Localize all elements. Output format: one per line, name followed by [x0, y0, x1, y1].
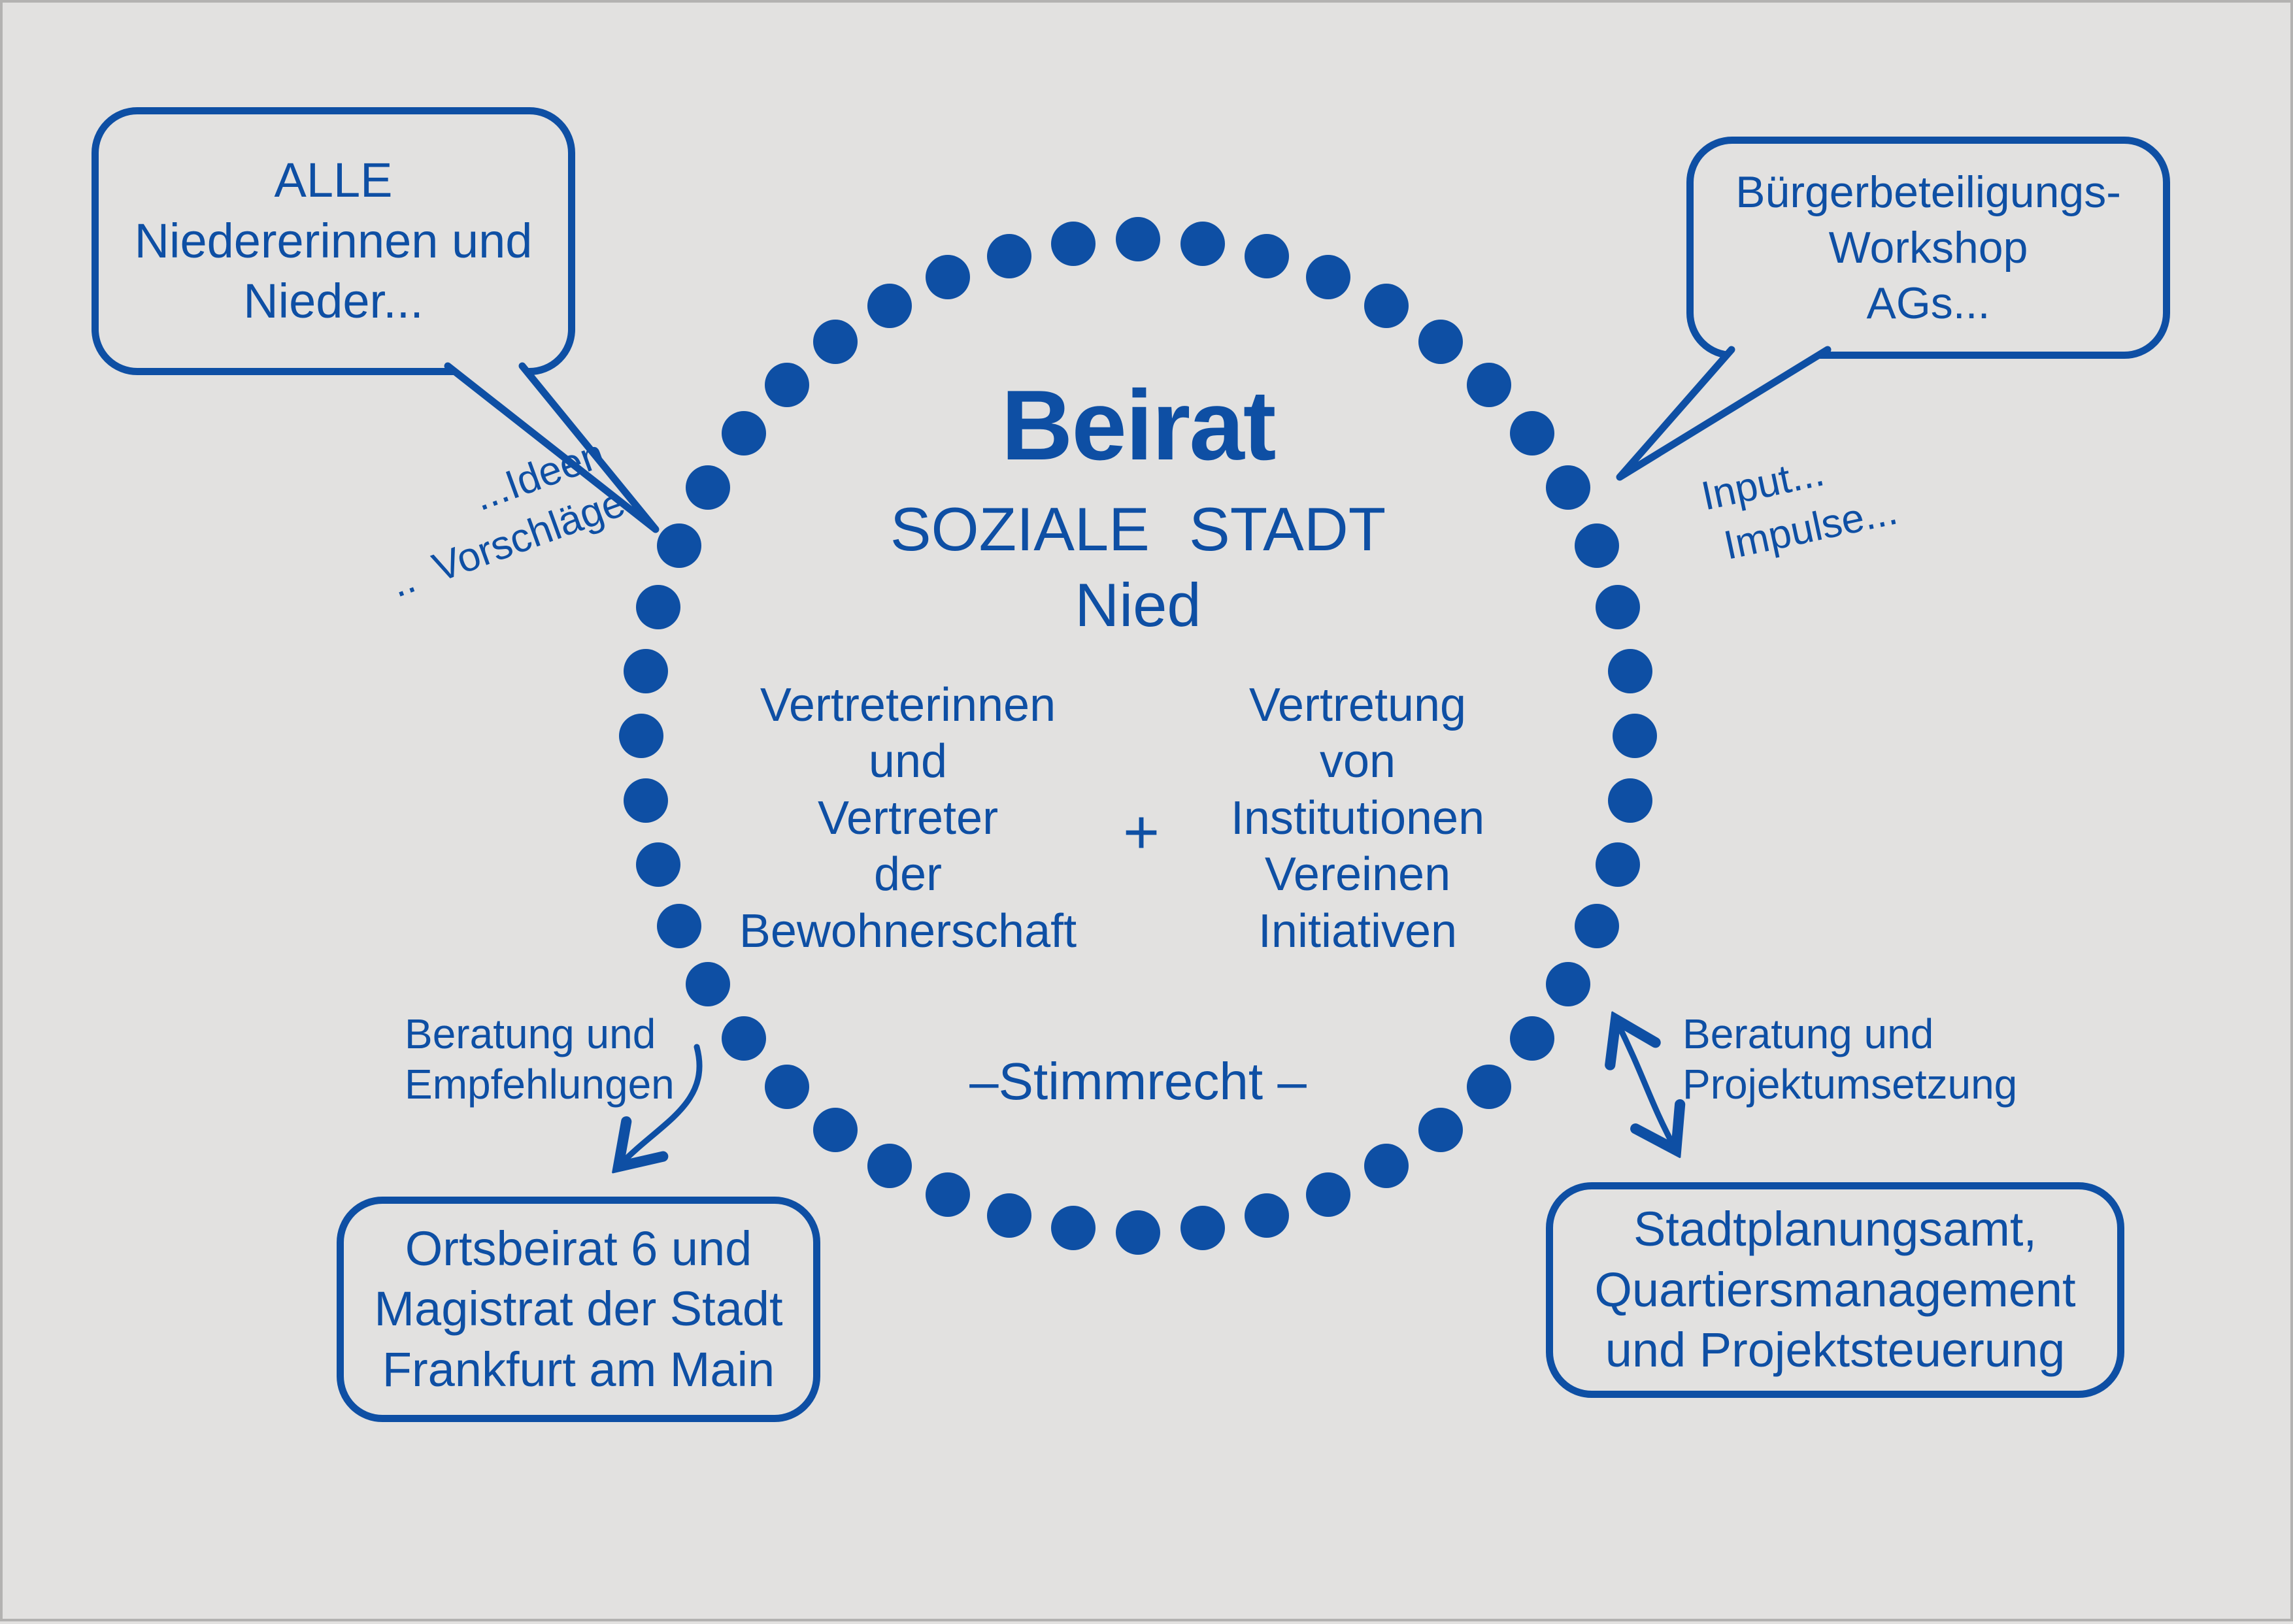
circle-dot	[1546, 465, 1591, 510]
column-institutionen-line-4: Vereinen	[1264, 848, 1451, 901]
circle-dot	[1050, 221, 1096, 266]
circle-dot	[685, 962, 730, 1006]
circle-dot	[867, 283, 912, 328]
circle-dot	[619, 714, 663, 758]
circle-dot	[764, 1065, 809, 1110]
circle-dot	[685, 465, 730, 510]
circle-dot	[1305, 254, 1350, 299]
circle-dot	[1546, 962, 1591, 1006]
column-institutionen-line-1: Vertretung	[1248, 679, 1467, 731]
box-ortsbeirat-line-1: Ortsbeirat 6 und	[405, 1221, 752, 1276]
circle-dot	[1305, 1172, 1350, 1218]
column-bewohnerschaft-line-2: und	[868, 735, 948, 788]
circle-subtitle-nied: Nied	[1075, 571, 1201, 639]
circle-dot	[926, 254, 971, 299]
circle-dot	[867, 1144, 912, 1189]
circle-dot	[1364, 1144, 1409, 1189]
circle-dot	[656, 903, 701, 948]
circle-subtitle: SOZIALE STADT	[890, 495, 1386, 563]
column-institutionen: Vertretung von Institutionen Vereinen In…	[1175, 677, 1541, 959]
plus-sign: +	[1122, 797, 1160, 867]
circle-dot	[722, 1016, 767, 1061]
circle-dot	[1050, 1206, 1096, 1251]
circle-dot	[813, 320, 858, 365]
circle-dot	[1244, 1193, 1289, 1238]
circle-dot	[987, 1193, 1032, 1238]
box-ortsbeirat: Ortsbeirat 6 und Magistrat der Stadt Fra…	[337, 1197, 820, 1422]
circle-dot	[1418, 320, 1463, 365]
column-institutionen-line-5: Initiativen	[1258, 904, 1458, 957]
speech-bubble-workshop: Bürgerbeteiligungs- Workshop AGs...	[1686, 137, 2170, 359]
circle-dot	[1608, 778, 1653, 823]
column-institutionen-line-3: Institutionen	[1230, 791, 1485, 844]
circle-dot	[987, 233, 1032, 278]
circle-dot	[1613, 714, 1657, 758]
box-stadtplanungsamt-line-1: Stadtplanungsamt,	[1633, 1202, 2037, 1257]
column-institutionen-line-2: von	[1319, 735, 1396, 788]
box-stadtplanungsamt-line-2: Quartiersmanagement	[1594, 1262, 2076, 1317]
circle-dot	[1608, 648, 1653, 693]
circle-dot	[722, 411, 767, 456]
circle-dot	[1180, 221, 1226, 266]
bubble-residents-line-1: ALLE	[274, 153, 393, 208]
box-stadtplanungsamt: Stadtplanungsamt, Quartiersmanagement un…	[1546, 1182, 2124, 1398]
circle-dot	[926, 1172, 971, 1218]
annotation-beratung-empfehlungen-line-2: Empfehlungen	[405, 1060, 675, 1108]
circle-dot	[764, 362, 809, 407]
circle-dot	[1575, 903, 1620, 948]
bubble-workshop-line-1: Bürgerbeteiligungs-	[1735, 167, 2121, 217]
circle-dot	[1575, 523, 1620, 569]
circle-dot	[1364, 283, 1409, 328]
column-bewohnerschaft-line-5: Bewohnerschaft	[739, 904, 1077, 957]
bubble-residents-line-3: Nieder...	[243, 274, 424, 329]
circle-dot	[656, 523, 701, 569]
circle-dot	[635, 842, 680, 887]
circle-dot	[635, 585, 680, 630]
circle-dot	[1467, 362, 1512, 407]
column-bewohnerschaft: Vertreterinnen und Vertreter der Bewohne…	[722, 677, 1094, 959]
circle-dot	[1418, 1107, 1463, 1152]
column-bewohnerschaft-line-1: Vertreterinnen	[760, 679, 1056, 731]
column-bewohnerschaft-line-3: Vertreter	[817, 791, 999, 844]
circle-dot	[1244, 233, 1289, 278]
box-stadtplanungsamt-line-3: und Projektsteuerung	[1605, 1323, 2066, 1378]
speech-bubble-residents: ALLE Niedererinnen und Nieder...	[92, 107, 575, 375]
annotation-beratung-projektumsetzung-line-1: Beratung und	[1682, 1010, 1934, 1057]
annotation-ideen-vorschlaege: ...Ideen .. Vorschläge	[365, 427, 632, 610]
bubble-workshop-line-3: AGs...	[1866, 278, 1990, 328]
annotation-beratung-empfehlungen: Beratung und Empfehlungen	[405, 1009, 675, 1110]
circle-dot	[1116, 1210, 1160, 1255]
circle-dot	[1596, 842, 1641, 887]
annotation-input-impulse: Input... Impulse...	[1697, 433, 1902, 574]
circle-dot	[623, 648, 668, 693]
circle-dot	[1467, 1065, 1512, 1110]
annotation-beratung-empfehlungen-line-1: Beratung und	[405, 1010, 656, 1057]
column-bewohnerschaft-line-4: der	[873, 848, 943, 901]
circle-dot	[1509, 411, 1554, 456]
circle-dot	[1180, 1206, 1226, 1251]
circle-dot	[623, 778, 668, 823]
circle-title: Beirat	[1001, 370, 1277, 481]
circle-dot	[813, 1107, 858, 1152]
circle-dot	[1509, 1016, 1554, 1061]
box-ortsbeirat-line-3: Frankfurt am Main	[382, 1342, 775, 1397]
bubble-residents-line-2: Niedererinnen und	[134, 213, 533, 268]
annotation-beratung-projektumsetzung: Beratung und Projektumsetzung	[1682, 1009, 2017, 1110]
stimmrecht-note: –Stimmrecht –	[969, 1052, 1307, 1110]
arrow-beratung-projektumsetzung	[1617, 1022, 1675, 1148]
circle-dot	[1596, 585, 1641, 630]
bubble-workshop-line-2: Workshop	[1828, 222, 2028, 273]
box-ortsbeirat-line-2: Magistrat der Stadt	[374, 1282, 783, 1336]
circle-dot	[1116, 217, 1160, 261]
annotation-beratung-projektumsetzung-line-2: Projektumsetzung	[1682, 1060, 2018, 1108]
